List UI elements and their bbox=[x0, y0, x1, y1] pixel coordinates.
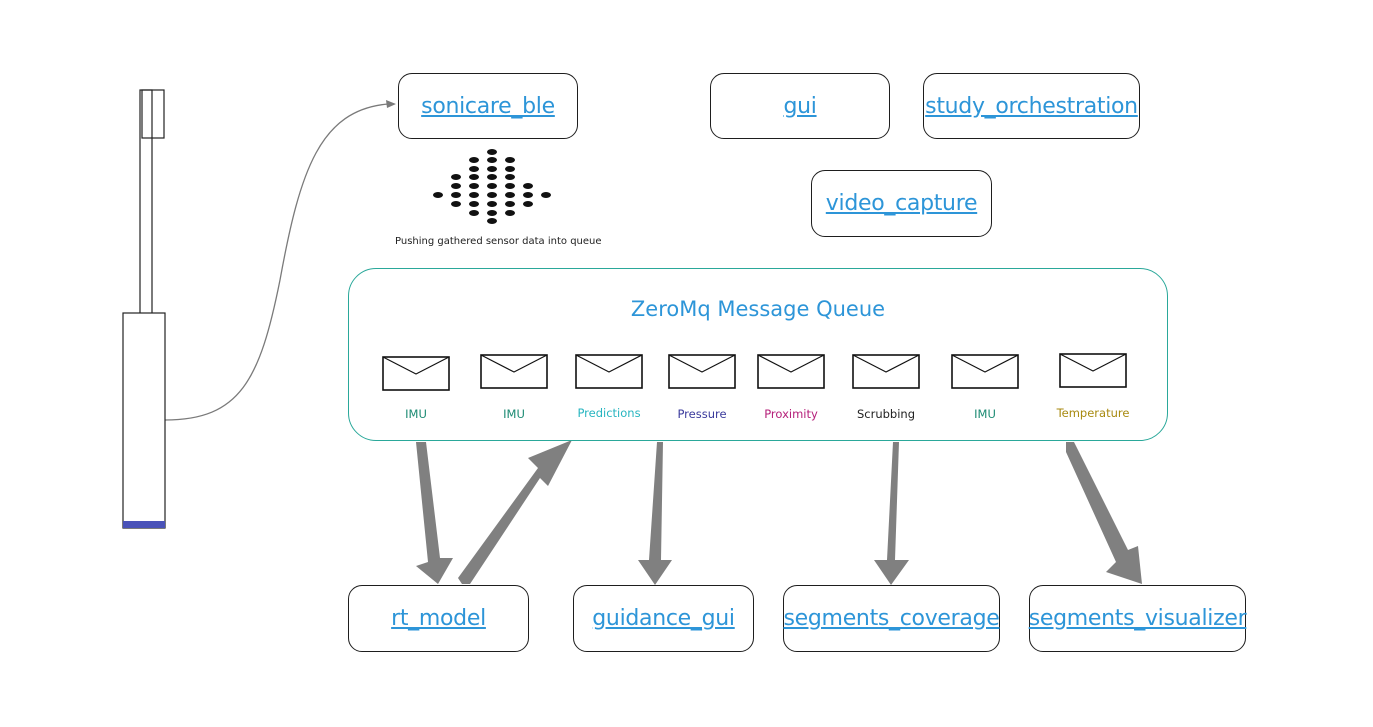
message-label: Predictions bbox=[577, 406, 641, 420]
bluetooth-link-curve bbox=[164, 103, 389, 421]
video-capture-link[interactable]: video_capture bbox=[825, 191, 978, 216]
queue-to-segments-visualizer-arrow bbox=[1066, 442, 1142, 584]
envelope-icon bbox=[757, 354, 825, 389]
segments-visualizer-box: segments_visualizer bbox=[1028, 585, 1247, 652]
message-label: Proximity bbox=[764, 407, 818, 421]
message-queue: ZeroMq Message Queue bbox=[348, 268, 1168, 441]
video-capture-box: video_capture bbox=[811, 170, 992, 237]
message-label: Temperature bbox=[1056, 406, 1130, 420]
toothbrush-icon bbox=[122, 89, 166, 529]
sonicare-ble-box: sonicare_ble bbox=[398, 73, 578, 139]
toothbrush-bristles bbox=[141, 89, 165, 139]
message-label: IMU bbox=[974, 407, 996, 421]
rt-model-box: rt_model bbox=[348, 585, 529, 652]
rt-model-to-queue-arrow bbox=[458, 440, 572, 584]
segments-visualizer-link[interactable]: segments_visualizer bbox=[1028, 606, 1247, 631]
guidance-gui-box: guidance_gui bbox=[573, 585, 754, 652]
envelope-icon bbox=[382, 356, 450, 391]
sonicare-ble-link[interactable]: sonicare_ble bbox=[421, 93, 555, 119]
queue-to-segments-coverage-arrow bbox=[874, 442, 909, 585]
study-orchestration-link[interactable]: study_orchestration bbox=[925, 93, 1138, 119]
toothbrush-base-indicator bbox=[123, 521, 165, 528]
envelope-icon bbox=[951, 354, 1019, 389]
queue-title: ZeroMq Message Queue bbox=[630, 297, 886, 321]
queue-to-guidance-gui-arrow bbox=[638, 442, 672, 585]
envelope-icon bbox=[480, 354, 548, 389]
bluetooth-link-arrowhead bbox=[386, 100, 396, 108]
envelope-icon bbox=[668, 354, 736, 389]
sensor-caption: Pushing gathered sensor data into queue bbox=[395, 236, 602, 247]
toothbrush-handle bbox=[122, 312, 166, 529]
gui-box: gui bbox=[710, 73, 890, 139]
study-orchestration-box: study_orchestration bbox=[923, 73, 1140, 139]
message-label: IMU bbox=[503, 407, 525, 421]
segments-coverage-box: segments_coverage bbox=[783, 585, 1000, 652]
segments-coverage-link[interactable]: segments_coverage bbox=[783, 606, 1000, 631]
rt-model-link[interactable]: rt_model bbox=[391, 606, 486, 631]
guidance-gui-link[interactable]: guidance_gui bbox=[592, 606, 735, 631]
signal-dots-icon bbox=[433, 149, 551, 224]
envelope-icon bbox=[575, 354, 643, 389]
message-label: IMU bbox=[405, 407, 427, 421]
gui-link[interactable]: gui bbox=[783, 93, 817, 119]
queue-to-rt-model-arrow bbox=[416, 442, 453, 584]
envelope-icon bbox=[1059, 353, 1127, 388]
message-label: Pressure bbox=[677, 407, 727, 421]
envelope-icon bbox=[852, 354, 920, 389]
message-label: Scrubbing bbox=[856, 407, 916, 421]
